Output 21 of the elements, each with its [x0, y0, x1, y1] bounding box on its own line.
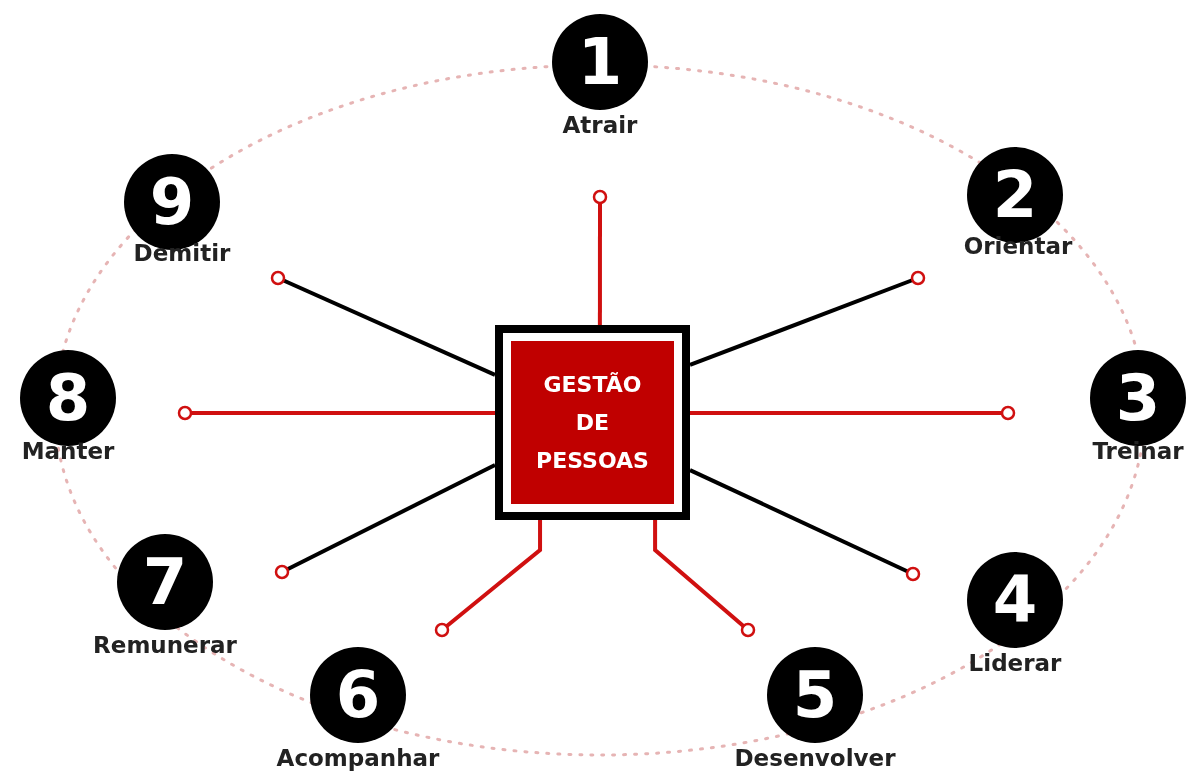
connector-line: [177, 405, 495, 421]
step-label: Desenvolver: [734, 745, 896, 771]
central-title: GESTÃO DE PESSOAS: [511, 341, 674, 504]
connector-line: [689, 270, 926, 367]
step-label: Liderar: [968, 650, 1062, 676]
connector-line: [689, 468, 921, 582]
number-circle: 6: [310, 647, 406, 743]
step-label: Atrair: [562, 112, 638, 138]
connector-line: [274, 463, 496, 580]
number-circle: 4: [967, 552, 1063, 648]
number-circle: 1: [552, 14, 648, 110]
central-box: [495, 325, 690, 520]
connector-line: [270, 270, 496, 377]
step-label: Acompanhar: [276, 745, 440, 771]
number-circle: 7: [117, 534, 213, 630]
connector-line: [434, 520, 543, 638]
number-circle: 5: [767, 647, 863, 743]
step-label: Remunerar: [93, 632, 237, 658]
connector-line: [592, 189, 608, 325]
connector-line: [690, 405, 1016, 421]
connector-line: [653, 520, 756, 638]
